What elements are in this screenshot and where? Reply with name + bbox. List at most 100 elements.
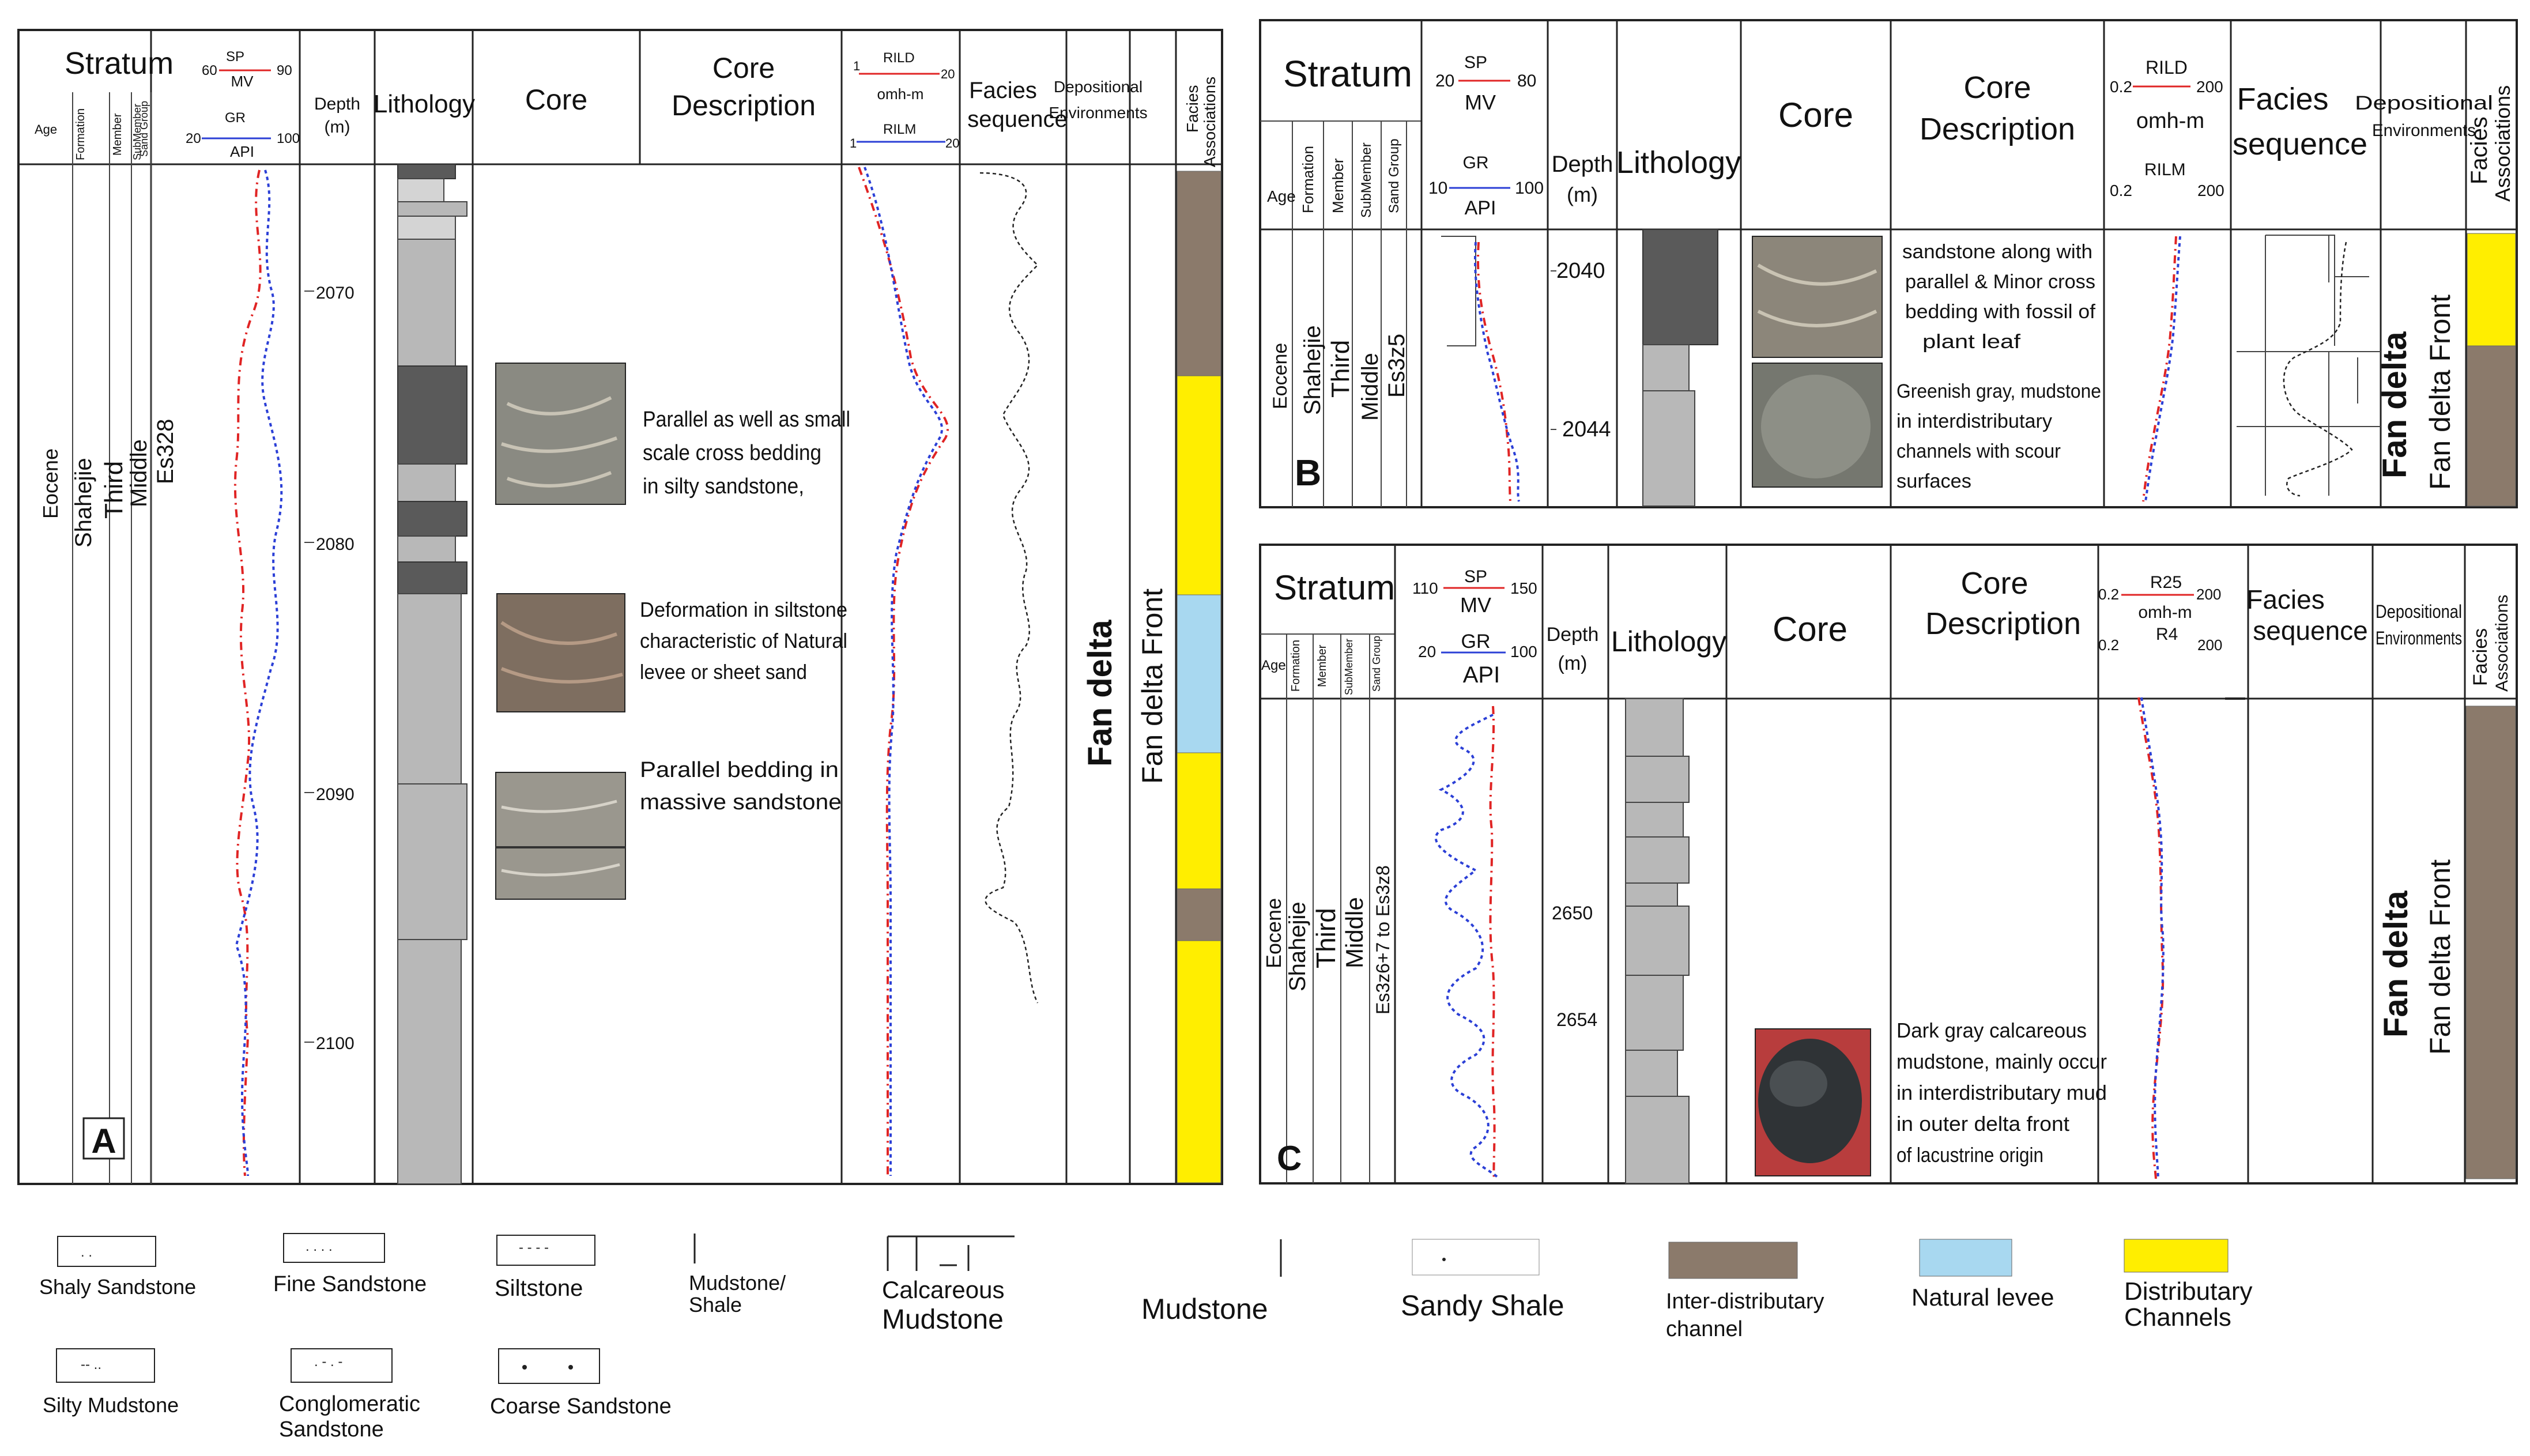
- a-core: Core: [525, 84, 587, 116]
- b-panel-letter: B: [1295, 452, 1321, 493]
- c-r4-max: 200: [2197, 636, 2222, 654]
- b-sp-label: SP: [1464, 53, 1487, 72]
- c-r4-label: R4: [2156, 625, 2178, 644]
- legend-sandy-shale: Sandy Shale: [1401, 1239, 1564, 1322]
- c-sp-curve: [1489, 706, 1496, 1179]
- a-core-photo-3: [495, 772, 626, 900]
- a-depth-2100: 2100: [316, 1034, 355, 1053]
- c-sp-min: 110: [1412, 579, 1438, 597]
- c-description: Dark gray calcareous mudstone, mainly oc…: [1896, 1019, 2107, 1167]
- a-col-age: Age: [35, 122, 57, 137]
- legend-inter-swatch: [1668, 1242, 1798, 1279]
- b-core: Core: [1778, 96, 1853, 134]
- b-desc1-line1: sandstone along with: [1902, 241, 2092, 263]
- a-sp-max: 90: [277, 63, 292, 78]
- a-col-submember: SubMember: [131, 104, 143, 160]
- a-assoc-1: Facies: [1183, 85, 1201, 133]
- c-desc-line2: mudstone, mainly occur: [1896, 1050, 2107, 1073]
- a-col-sandgroup: Sand Group: [138, 101, 150, 157]
- a-assoc-2: Associations: [1201, 77, 1219, 167]
- a-sandgroup: Es328: [153, 419, 178, 484]
- b-core-desc-2: Description: [1920, 112, 2075, 146]
- legend-coarse-sandstone: Coarse Sandstone: [490, 1348, 672, 1419]
- c-col-sandgroup: Sand Group: [1371, 636, 1382, 692]
- b-gr-max: 100: [1515, 179, 1544, 198]
- b-gr-min: 10: [1428, 179, 1447, 198]
- c-gr-unit: API: [1463, 662, 1500, 688]
- panel-b: Stratum SP 20 80 MV GR 10 100 API Age Fo…: [1259, 19, 2518, 508]
- b-submember: Middle: [1358, 353, 1383, 421]
- legend-distributary-label-1: Distributary: [2124, 1277, 2253, 1306]
- svg-text:- - - -: - - - -: [519, 1240, 549, 1255]
- a-rilm-max: 20: [945, 136, 959, 150]
- c-gr-min: 20: [1418, 643, 1436, 661]
- c-age: Eocene: [1262, 898, 1285, 968]
- a-bar-levee: [1177, 594, 1221, 753]
- svg-text:. - . -: . - . -: [314, 1354, 342, 1370]
- legend-shaly-sandstone-label: Shaly Sandstone: [39, 1275, 196, 1299]
- b-rild-min: 0.2: [2110, 78, 2132, 96]
- a-desc2-line2: characteristic of Natural: [640, 629, 847, 652]
- svg-text:. . . .: . . . .: [306, 1239, 333, 1254]
- a-bar-inter-2: [1177, 888, 1221, 941]
- c-formation: Shahejie: [1285, 901, 1310, 991]
- c-member: Third: [1311, 908, 1341, 968]
- panel-b-frame: [1259, 19, 2518, 508]
- b-gr-unit: API: [1465, 197, 1496, 219]
- a-bar-inter-1: [1177, 171, 1221, 376]
- panel-c: Stratum SP 110 150 MV GR 20 100 API Age …: [1259, 544, 2518, 1185]
- a-rilm-min: 1: [850, 136, 857, 150]
- b-col-member: Member: [1329, 158, 1347, 213]
- a-rild-curve: [858, 167, 949, 1176]
- c-col-formation: Formation: [1289, 640, 1302, 692]
- a-depth-2090: 2090: [316, 785, 355, 804]
- a-core-photo-2: [496, 593, 625, 712]
- a-submember: Middle: [126, 439, 152, 507]
- b-col-age: Age: [1267, 187, 1296, 205]
- c-sp-unit: MV: [1460, 593, 1491, 617]
- c-facies-1: Facies: [2246, 584, 2324, 614]
- b-col-formation: Formation: [1299, 146, 1317, 213]
- b-dep-2: Environments: [2372, 121, 2476, 140]
- a-env: Fan delta: [1081, 620, 1119, 767]
- b-sp-min: 20: [1435, 71, 1454, 90]
- c-desc-line3: in interdistributary mud: [1896, 1081, 2107, 1104]
- c-col-submember: SubMember: [1343, 639, 1355, 695]
- a-col-formation: Formation: [74, 108, 87, 160]
- b-rilm-min: 0.2: [2110, 182, 2132, 199]
- c-gr-max: 100: [1510, 643, 1537, 661]
- a-facies-curve: [979, 172, 1039, 1004]
- c-dep-2: Environments: [2376, 628, 2462, 648]
- c-sp-label: SP: [1464, 567, 1487, 586]
- c-col-age: Age: [1261, 658, 1286, 673]
- a-desc3-line1: Parallel bedding in: [640, 758, 839, 782]
- a-lithology: Lithology: [374, 90, 475, 118]
- c-gr-label: GR: [1461, 631, 1491, 652]
- a-member: Third: [100, 461, 128, 519]
- b-rilm-curve: [2144, 236, 2181, 502]
- c-desc-line5: of lacustrine origin: [1896, 1143, 2043, 1167]
- a-depth-unit: (m): [325, 118, 350, 137]
- b-desc2-line3: channels with scour: [1896, 440, 2061, 462]
- c-sandgroup: Es3z6+7 to Es3z8: [1373, 865, 1393, 1014]
- a-description-3: Parallel bedding in massive sandstone: [640, 758, 842, 814]
- panel-a: Stratum SP 60 90 MV GR 20 100 API Age Fo…: [17, 29, 1223, 1185]
- panel-c-frame: [1259, 544, 2518, 1185]
- legend-silty-mudstone: -- .. Silty Mudstone: [43, 1348, 179, 1417]
- b-col-submember: SubMember: [1359, 142, 1374, 218]
- c-depth-2650: 2650: [1552, 903, 1593, 923]
- b-depth-unit: (m): [1567, 183, 1598, 206]
- legend-mudstone-label: Mudstone: [1141, 1293, 1268, 1325]
- c-assoc: Fan delta Front: [2424, 859, 2456, 1055]
- b-assoc-1: Facies: [2467, 116, 2492, 184]
- b-res-unit: omh-m: [2136, 109, 2204, 133]
- legend-mudstone-shale-label-2: Shale: [689, 1293, 742, 1317]
- legend-calcareous-label-2: Mudstone: [882, 1304, 1004, 1335]
- a-rilm-label: RILM: [883, 122, 916, 137]
- legend-conglomeratic-label-2: Sandstone: [279, 1417, 384, 1442]
- b-desc1-line3: bedding with fossil of: [1905, 301, 2096, 323]
- c-assoc-1: Facies: [2469, 628, 2491, 686]
- c-gr-curve: [1435, 714, 1500, 1180]
- legend-conglomeratic-label-1: Conglomeratic: [279, 1392, 420, 1416]
